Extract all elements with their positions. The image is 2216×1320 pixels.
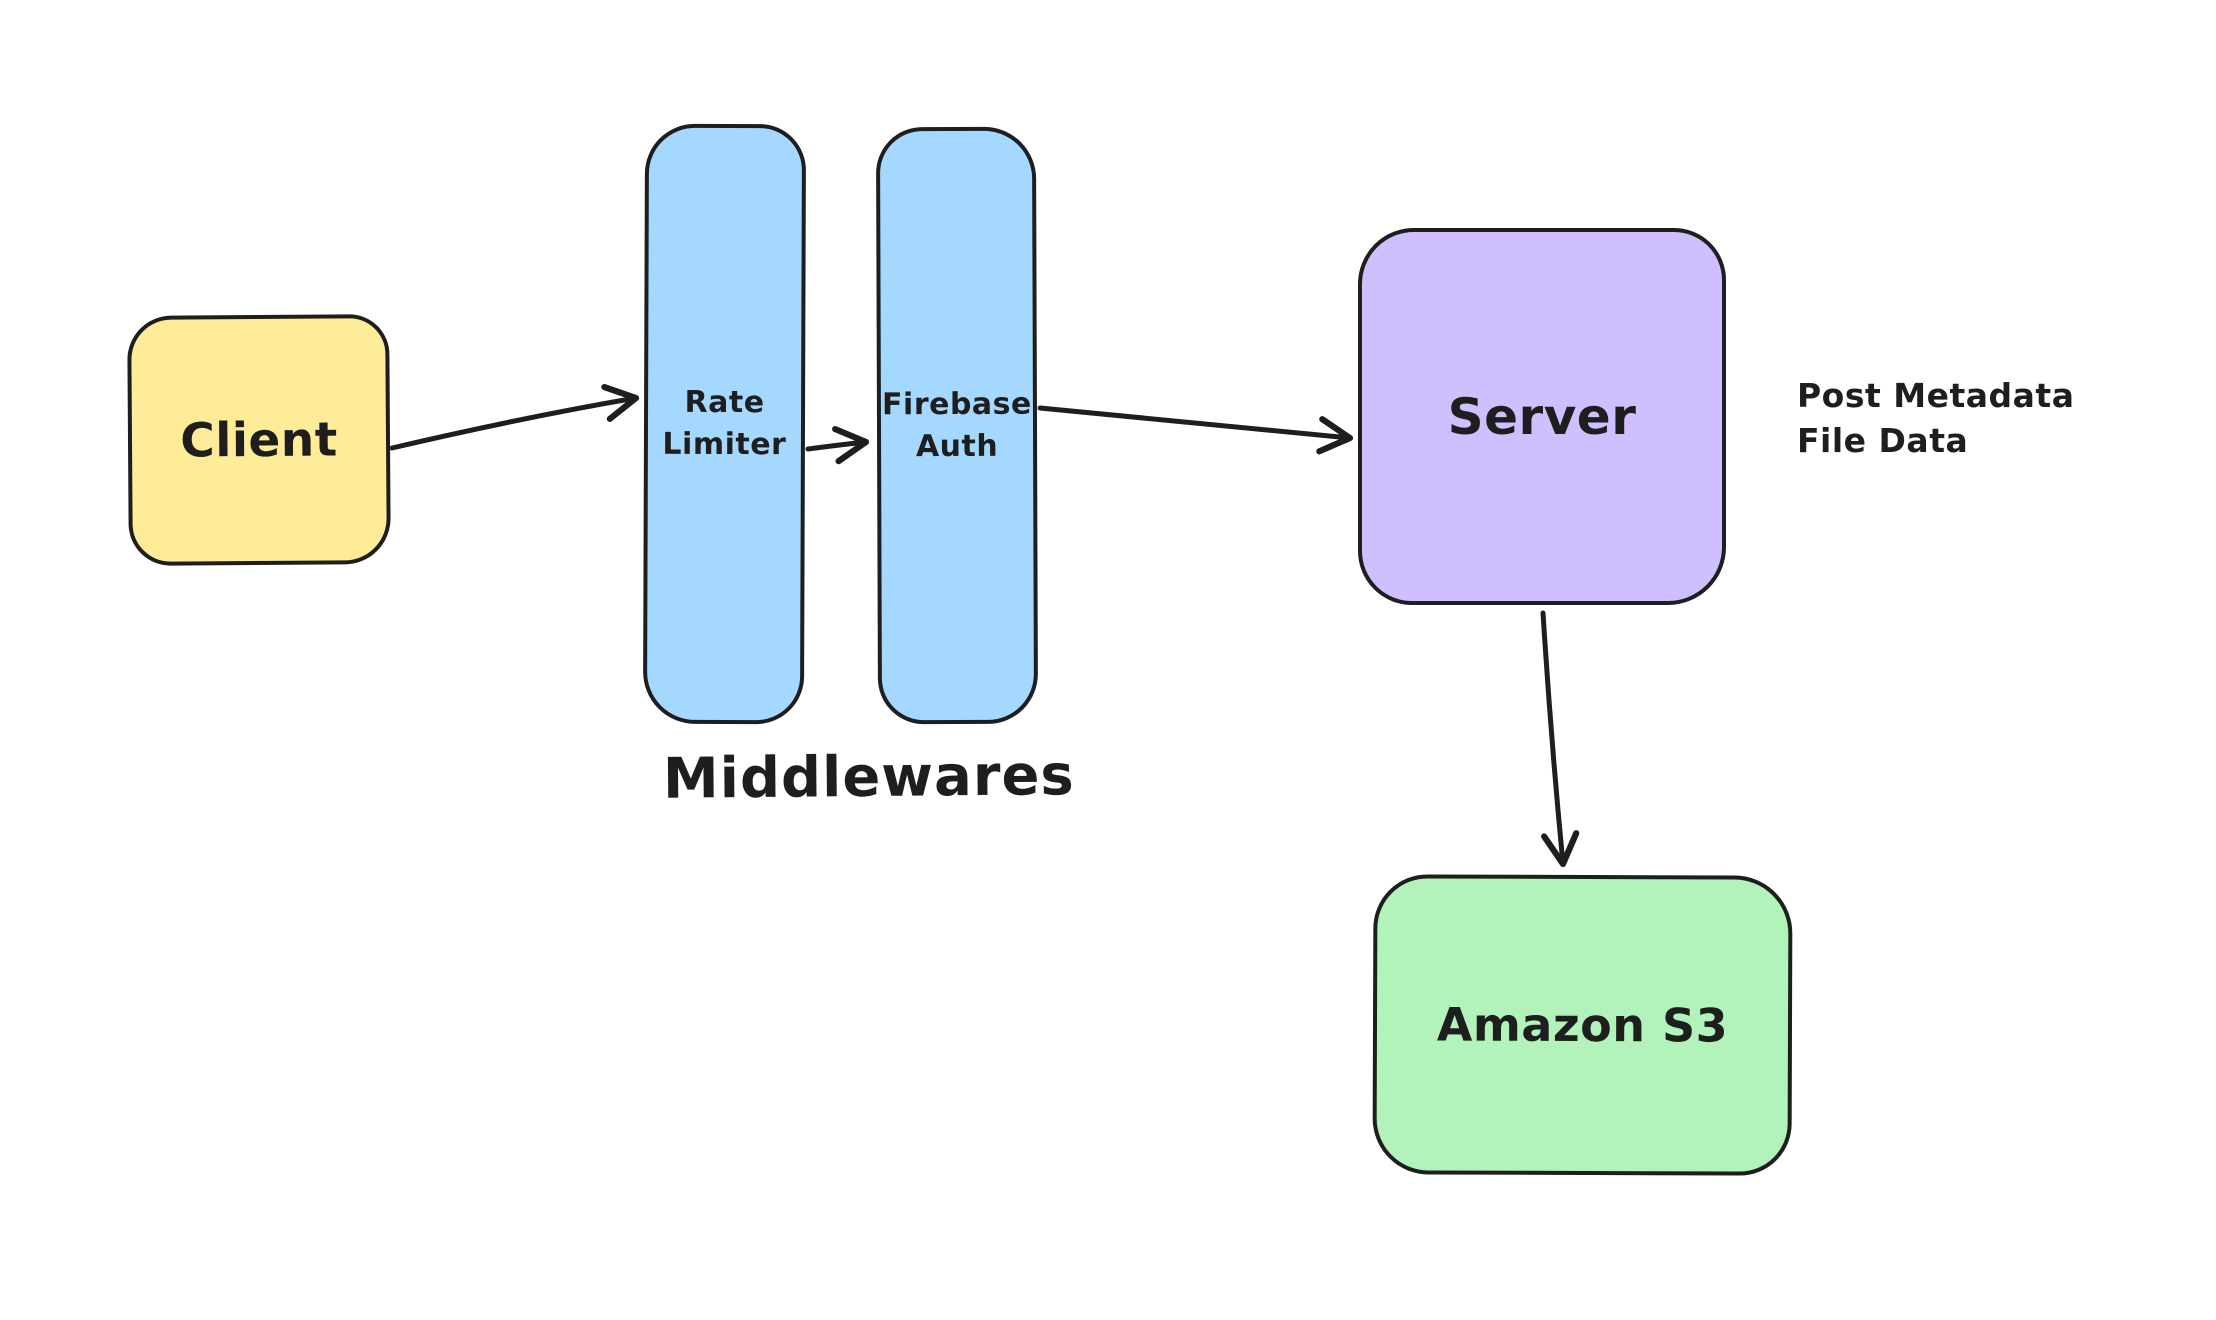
node-firebase-auth: Firebase Auth [875,126,1039,725]
arrow-rate-limiter-to-firebase-auth [805,426,870,465]
node-amazon-s3-label: Amazon S3 [1436,997,1729,1053]
server-payload-annotation: Post Metadata File Data [1797,376,2075,460]
arrow-client-to-rate-limiter [389,384,640,451]
node-rate-limiter-label: Rate Limiter [662,384,787,463]
arrow-server-to-amazon-s3 [1540,610,1580,868]
node-server: Server [1358,228,1726,605]
node-firebase-auth-label: Firebase Auth [881,386,1032,464]
arrow-firebase-auth-to-server [1037,405,1354,455]
node-rate-limiter: Rate Limiter [642,123,807,725]
middlewares-group-label: Middlewares [662,743,1076,812]
node-client-label: Client [180,411,338,469]
node-server-label: Server [1447,387,1637,446]
node-client: Client [127,314,391,566]
node-amazon-s3: Amazon S3 [1372,874,1793,1176]
